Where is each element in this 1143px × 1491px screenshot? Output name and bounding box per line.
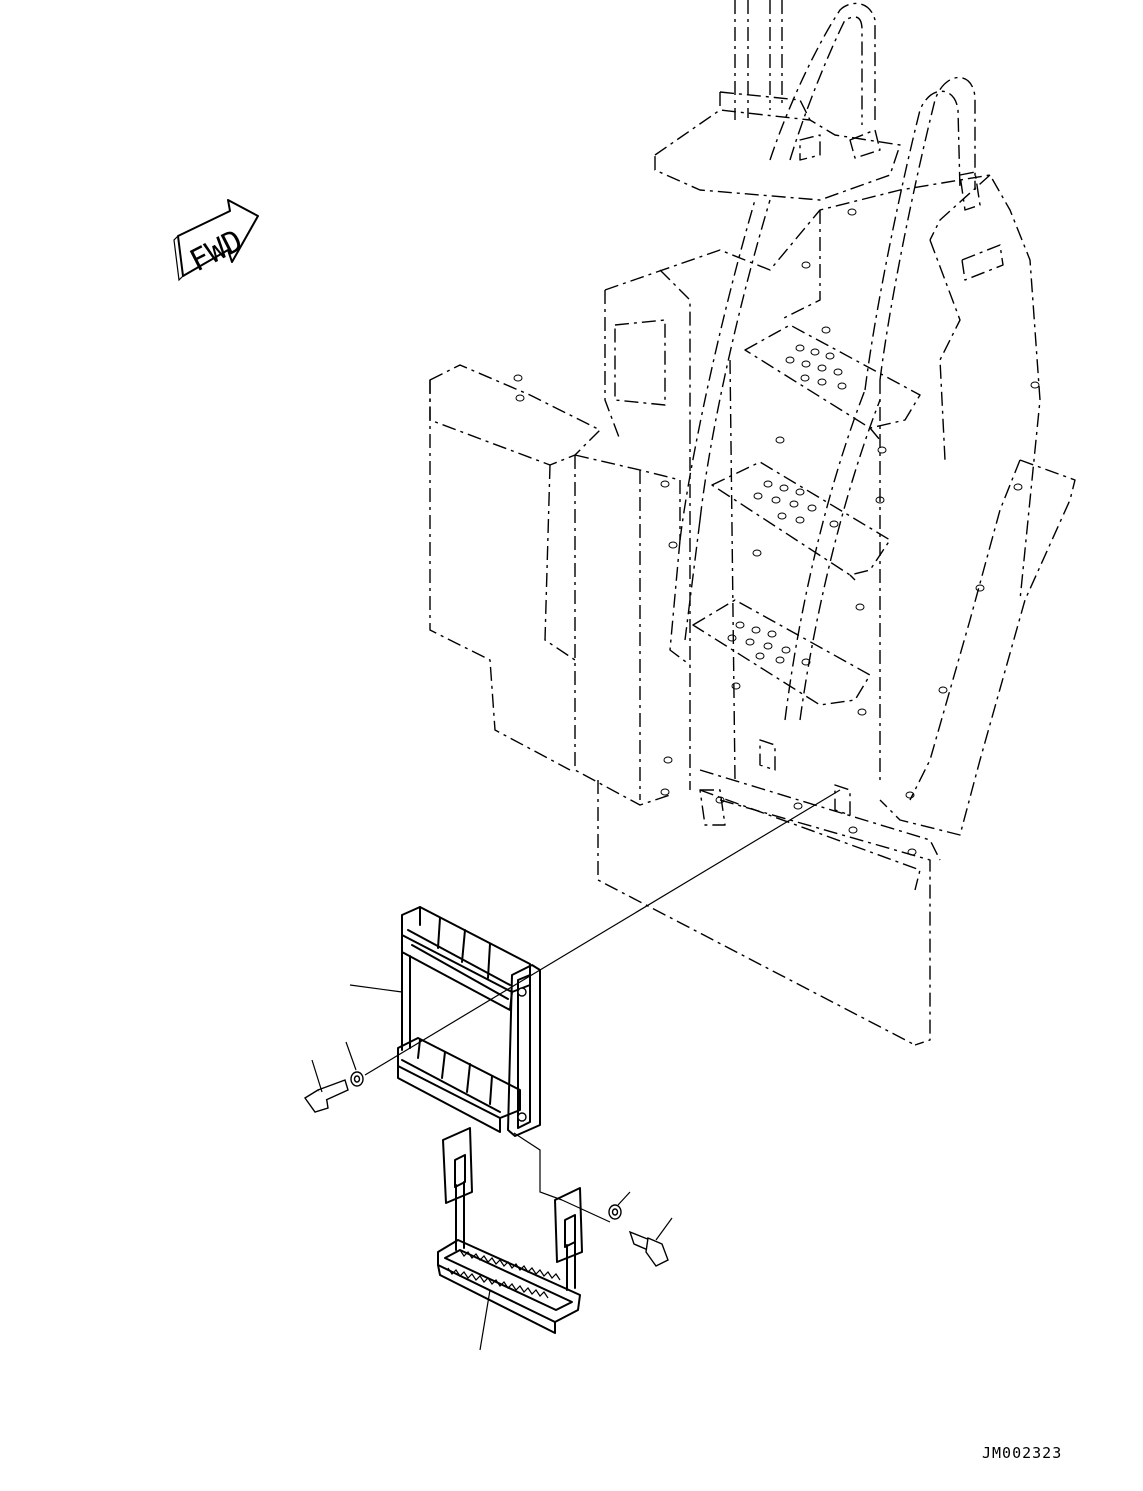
part-leaders	[311, 984, 673, 1351]
drawing-code: JM002323	[982, 1444, 1063, 1462]
upper-step-assembly	[397, 906, 541, 1137]
lower-bolt-icon	[608, 1204, 669, 1267]
lower-step-assembly	[437, 1127, 583, 1334]
fwd-arrow-icon: FWD	[173, 199, 259, 282]
step-holes-phantom	[513, 208, 1040, 856]
machine-body-phantom	[429, 0, 1076, 1046]
assembly-leader-line	[364, 789, 841, 1223]
upper-bolt-icon	[303, 1071, 364, 1113]
